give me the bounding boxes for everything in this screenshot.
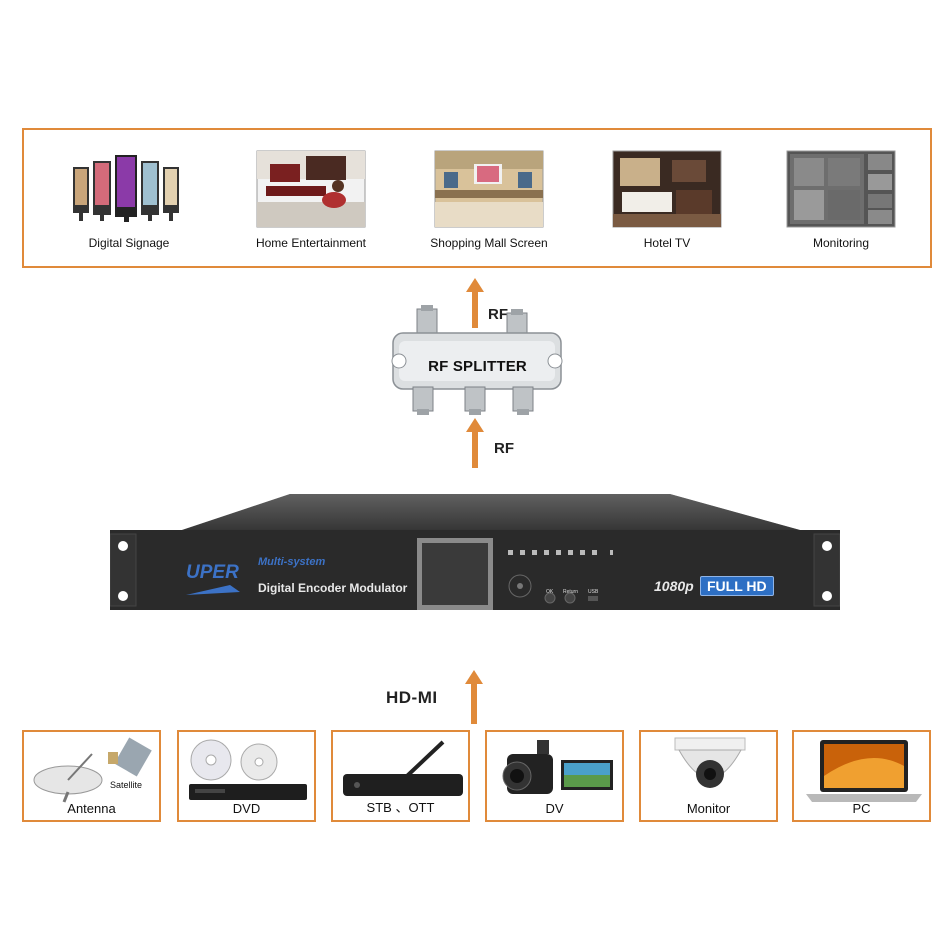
device-usb-label: USB xyxy=(588,589,599,595)
arrow-up-icon xyxy=(466,418,484,468)
encoder-modulator-device: UPER Multi-system Digital Encoder Modula… xyxy=(110,488,840,618)
rf-splitter: RF SPLITTER xyxy=(385,305,570,420)
monitoring-image xyxy=(776,150,906,228)
laptop-image xyxy=(806,740,922,802)
output-hotel-tv: Hotel TV xyxy=(602,150,732,250)
dome-camera-image xyxy=(674,737,746,788)
hotel-tv-image xyxy=(602,150,732,228)
set-top-box-image xyxy=(343,740,463,796)
source-label: DVD xyxy=(232,801,261,816)
source-label: Antenna xyxy=(67,801,116,816)
source-dvd: DVD xyxy=(177,730,316,822)
source-antenna: Satellite Antenna xyxy=(22,730,161,822)
device-resolution-label: 1080p xyxy=(654,578,694,594)
source-label: STB 、OTT xyxy=(366,800,435,815)
home-entertainment-image xyxy=(246,150,376,228)
device-chassis xyxy=(110,494,840,610)
source-label: DV xyxy=(545,801,564,816)
digital-signage-image xyxy=(64,150,194,228)
satellite-dish-image xyxy=(33,737,152,803)
source-dv: DV xyxy=(485,730,624,822)
device-multi-label: Multi-system xyxy=(258,556,326,568)
rf-label-bottom: RF xyxy=(494,440,514,457)
rf-label-top: RF xyxy=(488,306,508,323)
output-home-entertainment: Home Entertainment xyxy=(246,150,376,250)
arrow-up-icon xyxy=(465,670,483,724)
rf-splitter-image xyxy=(391,305,563,415)
output-label: Hotel TV xyxy=(643,236,691,250)
device-model-label: Digital Encoder Modulator xyxy=(258,581,408,595)
output-digital-signage: Digital Signage xyxy=(64,150,194,250)
outputs-panel: Digital Signage Home Entertainment xyxy=(22,128,932,268)
satellite-label: Satellite xyxy=(110,780,143,790)
source-label: PC xyxy=(852,801,871,816)
source-stb-ott: STB 、OTT xyxy=(331,730,470,822)
camcorder-image xyxy=(502,740,613,794)
hdmi-label: HD-MI xyxy=(386,688,438,707)
output-label: Home Entertainment xyxy=(255,236,367,250)
shopping-mall-image xyxy=(424,150,554,228)
device-brand-logo: UPER xyxy=(186,562,239,583)
source-label: Monitor xyxy=(686,801,731,816)
rf-splitter-label: RF SPLITTER xyxy=(428,358,527,375)
source-pc: PC xyxy=(792,730,931,822)
device-ok-label: OK xyxy=(546,589,554,595)
arrow-up-icon xyxy=(466,278,484,328)
dvd-player-image xyxy=(189,739,307,800)
output-label: Shopping Mall Screen xyxy=(430,236,548,250)
source-monitor: Monitor xyxy=(639,730,778,822)
output-label: Digital Signage xyxy=(88,236,170,250)
output-label: Monitoring xyxy=(812,236,870,250)
full-hd-badge: FULL HD xyxy=(700,576,774,596)
output-shopping-mall: Shopping Mall Screen xyxy=(424,150,554,250)
output-monitoring: Monitoring xyxy=(776,150,906,250)
device-return-label: Return xyxy=(563,589,579,595)
